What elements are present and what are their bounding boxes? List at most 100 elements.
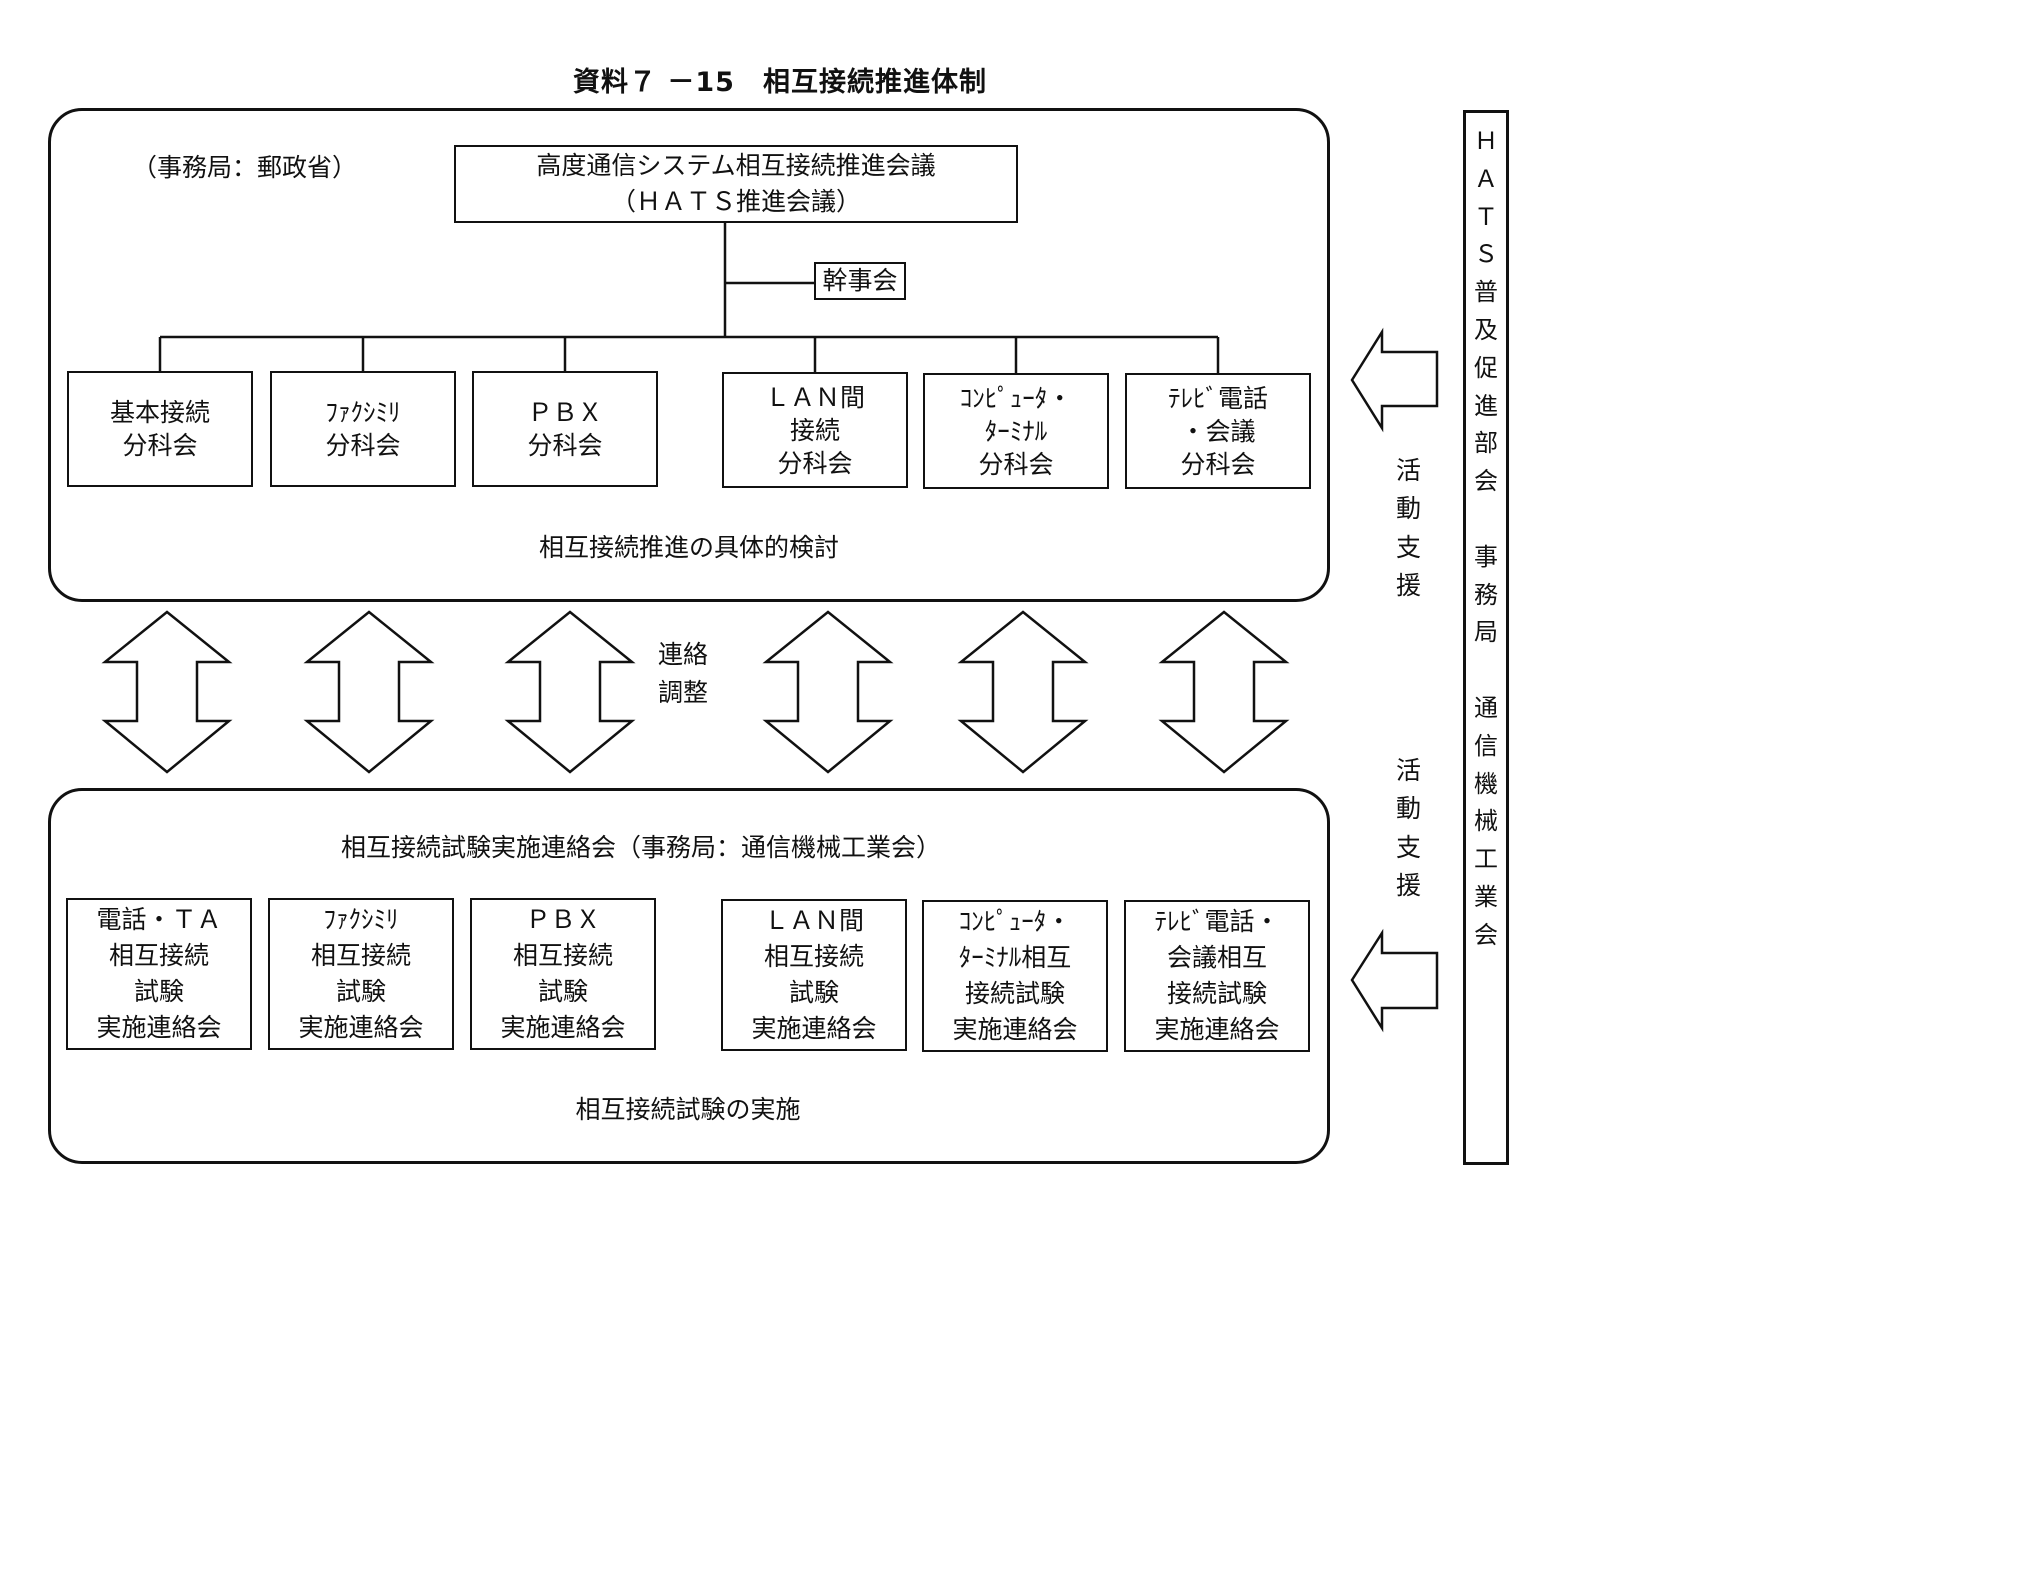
test-group-label: ＰＢＸ [525, 905, 601, 934]
test-group-label: 電話・ＴＡ [96, 905, 222, 934]
subcommittee-label: 基本接続 [109, 398, 210, 427]
test-group-label: 試験 [537, 977, 588, 1006]
subcommittee-label: 分科会 [978, 449, 1054, 479]
activity-support-char: 動 [1396, 494, 1422, 524]
hats-council-box: 高度通信システム相互接続推進会議 （ＨＡＴＳ推進会議） [454, 145, 1018, 223]
sidebar-char: 促 [1474, 353, 1498, 382]
test-group-label: 試験 [133, 977, 184, 1006]
sidebar-spacer [1482, 501, 1490, 539]
sidebar-char: 機 [1474, 769, 1498, 798]
subcommittee-box: ﾃﾚﾋﾞ電話 ・会議 分科会 [1125, 373, 1311, 489]
steering-committee-label: 幹事会 [822, 265, 898, 295]
subcommittee-label: ＰＢＸ [527, 398, 603, 427]
test-group-label: 実施連絡会 [500, 1013, 626, 1042]
activity-support-label-bottom: 活 動 支 援 [1396, 752, 1421, 906]
subcommittee-label: ・会議 [1180, 416, 1256, 446]
test-group-label: 相互接続 [512, 941, 613, 970]
double-arrow-icon [957, 610, 1089, 774]
activity-support-char: 動 [1396, 794, 1422, 824]
subcommittee-label: 分科会 [1180, 449, 1256, 479]
sidebar-char: Ｓ [1474, 240, 1498, 269]
sidebar-char: 工 [1474, 845, 1498, 874]
council-name: 高度通信システム相互接続推進会議 [536, 150, 936, 180]
subcommittee-label: ﾃﾚﾋﾞ電話 [1167, 383, 1268, 413]
test-group-label: 相互接続 [310, 941, 411, 970]
subcommittee-label: ﾀｰﾐﾅﾙ [984, 416, 1048, 446]
test-group-label: ﾃﾚﾋﾞ電話・ [1154, 907, 1280, 936]
sidebar-char: Ｈ [1474, 127, 1498, 155]
test-group-label: 実施連絡会 [751, 1014, 877, 1043]
sidebar-char: 進 [1474, 391, 1498, 420]
activity-support-char: 支 [1396, 532, 1422, 562]
test-group-label: 相互接続 [108, 941, 209, 970]
sidebar-spacer [1482, 652, 1490, 690]
subcommittee-box: ｺﾝﾋﾟｭｰﾀ・ ﾀｰﾐﾅﾙ 分科会 [923, 373, 1109, 489]
test-group-label: ﾌｧｸｼﾐﾘ [323, 905, 399, 934]
activity-support-char: 活 [1396, 456, 1422, 485]
sidebar-char: 通 [1474, 693, 1498, 722]
subcommittee-label: 分科会 [527, 431, 603, 460]
top-panel-caption: 相互接続推進の具体的検討 [538, 533, 839, 562]
subcommittee-label: 分科会 [122, 431, 198, 460]
activity-support-char: 援 [1396, 571, 1422, 601]
test-group-label: ｺﾝﾋﾟｭｰﾀ・ [958, 907, 1072, 936]
left-arrow-icon [1350, 327, 1439, 433]
test-group-label: 実施連絡会 [298, 1013, 424, 1042]
sidebar-char: 務 [1474, 580, 1498, 609]
liaison-label-line: 連絡 [658, 640, 709, 669]
test-group-label: ﾀｰﾐﾅﾙ相互 [958, 943, 1072, 972]
activity-support-char: 活 [1396, 756, 1422, 785]
hats-promotion-sidebar: Ｈ Ａ Ｔ Ｓ 普 及 促 進 部 会 事 務 局 通 信 機 械 工 業 会 [1463, 110, 1509, 1165]
subcommittee-label: ＬＡＮ間 [764, 382, 865, 412]
subcommittee-box: ＰＢＸ 分科会 [472, 371, 658, 487]
test-group-label: 接続試験 [964, 979, 1065, 1008]
sidebar-char: 信 [1474, 731, 1498, 760]
subcommittee-box: ﾌｧｸｼﾐﾘ 分科会 [270, 371, 456, 487]
test-group-box: ｺﾝﾋﾟｭｰﾀ・ ﾀｰﾐﾅﾙ相互 接続試験 実施連絡会 [922, 900, 1108, 1052]
test-group-label: 実施連絡会 [1154, 1015, 1280, 1044]
sidebar-char: 業 [1474, 882, 1498, 911]
sidebar-char: 普 [1474, 278, 1498, 307]
council-short-name: （ＨＡＴＳ推進会議） [610, 187, 861, 216]
double-arrow-icon [762, 610, 894, 774]
hats-council-panel [48, 108, 1330, 602]
subcommittee-box: 基本接続 分科会 [67, 371, 253, 487]
double-arrow-icon [101, 610, 233, 774]
test-group-box: 電話・ＴＡ 相互接続 試験 実施連絡会 [66, 898, 252, 1050]
bottom-panel-caption: 相互接続試験の実施 [575, 1095, 801, 1124]
test-liaison-heading: 相互接続試験実施連絡会（事務局：通信機械工業会） [341, 833, 942, 862]
liaison-label: 連絡 調整 [658, 636, 708, 713]
secretariat-label: （事務局：郵政省） [132, 153, 358, 182]
test-group-box: ＬＡＮ間 相互接続 試験 実施連絡会 [721, 899, 907, 1051]
subcommittee-label: 分科会 [325, 431, 401, 460]
activity-support-char: 援 [1396, 871, 1422, 901]
sidebar-char: 及 [1474, 315, 1498, 344]
subcommittee-label: ｺﾝﾋﾟｭｰﾀ・ [959, 383, 1073, 413]
test-group-label: 実施連絡会 [96, 1013, 222, 1042]
sidebar-char: 会 [1474, 467, 1498, 496]
test-group-box: ﾃﾚﾋﾞ電話・ 会議相互 接続試験 実施連絡会 [1124, 900, 1310, 1052]
subcommittee-label: 接続 [789, 415, 840, 445]
test-group-label: 実施連絡会 [952, 1015, 1078, 1044]
activity-support-label-top: 活 動 支 援 [1396, 452, 1421, 606]
sidebar-char: 部 [1474, 429, 1498, 458]
test-group-label: ＬＡＮ間 [763, 906, 864, 935]
sidebar-char: 事 [1474, 542, 1498, 571]
sidebar-char: Ｔ [1474, 202, 1498, 231]
test-group-box: ＰＢＸ 相互接続 試験 実施連絡会 [470, 898, 656, 1050]
activity-support-char: 支 [1396, 832, 1422, 862]
test-group-box: ﾌｧｸｼﾐﾘ 相互接続 試験 実施連絡会 [268, 898, 454, 1050]
left-arrow-icon [1350, 928, 1439, 1033]
double-arrow-icon [1158, 610, 1290, 774]
liaison-label-line: 調整 [658, 678, 709, 708]
test-group-label: 接続試験 [1166, 979, 1267, 1008]
double-arrow-icon [303, 610, 435, 774]
test-group-label: 会議相互 [1166, 943, 1267, 972]
test-group-label: 試験 [335, 977, 386, 1006]
test-group-label: 相互接続 [763, 942, 864, 971]
steering-committee-box: 幹事会 [814, 262, 906, 300]
sidebar-char: Ａ [1474, 164, 1498, 193]
subcommittee-label: ﾌｧｸｼﾐﾘ [325, 398, 401, 427]
sidebar-char: 局 [1474, 618, 1498, 647]
sidebar-char: 会 [1474, 920, 1498, 949]
